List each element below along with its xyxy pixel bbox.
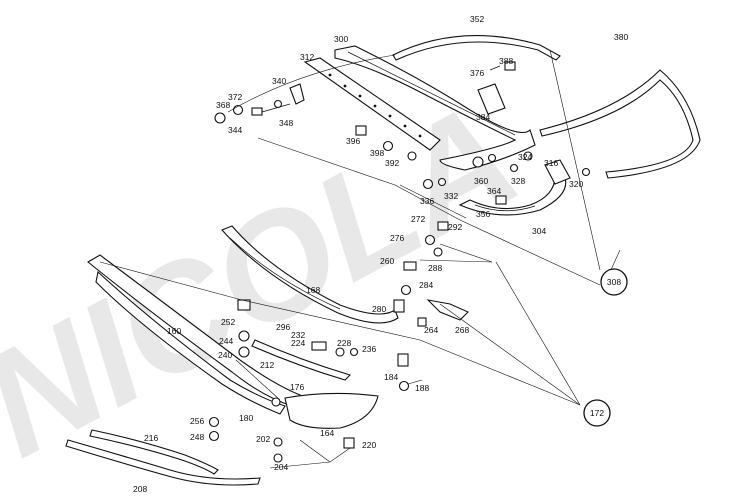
label-160: 160 [167,326,181,336]
label-368: 368 [216,100,230,110]
bumper-bar-highlight [347,51,516,136]
label-180: 180 [239,413,253,423]
part-labels: 352 380 300 312 340 388 376 384 372 368 … [133,14,628,494]
label-332: 332 [444,191,458,201]
label-216: 216 [144,433,158,443]
bumper-rail-168 [221,225,399,324]
label-398: 398 [370,148,384,158]
label-176: 176 [290,382,304,392]
bolt-388 [489,61,516,71]
trim-strip-216 [89,429,219,475]
label-380: 380 [614,32,628,42]
rear-hardware [214,99,591,205]
label-236: 236 [362,344,376,354]
label-304: 304 [532,226,546,236]
label-296: 296 [276,322,290,332]
label-202: 202 [256,434,270,444]
label-244: 244 [219,336,233,346]
label-320: 320 [569,179,583,189]
rail-168-line [229,237,341,310]
clip-340 [289,83,305,105]
label-280: 280 [372,304,386,314]
label-256: 256 [190,416,204,426]
callout-172: 172 [583,399,611,427]
label-208: 208 [133,484,147,494]
label-220: 220 [362,440,376,450]
trim-strip-380 [539,69,701,179]
label-292: 292 [448,222,462,232]
label-344: 344 [228,125,242,135]
callout-308: 308 [600,268,628,296]
label-232: 232 [291,330,305,340]
watermark-text: NICOLA [0,70,543,488]
label-168: 168 [306,285,320,295]
label-284: 284 [419,280,433,290]
label-348: 348 [279,118,293,128]
front-hardware [208,221,469,463]
label-204: 204 [274,462,288,472]
bracket-384 [477,83,506,115]
label-340: 340 [272,76,286,86]
label-384: 384 [476,112,490,122]
label-240: 240 [218,350,232,360]
label-272: 272 [411,214,425,224]
label-260: 260 [380,256,394,266]
trim-strip-352 [392,35,561,61]
rear-bumper-bar-300 [334,45,536,171]
label-376: 376 [470,68,484,78]
label-288: 288 [428,263,442,273]
label-164: 164 [320,428,334,438]
label-184: 184 [384,372,398,382]
front-corner-piece-164 [284,392,379,429]
label-360: 360 [474,176,488,186]
label-372: 372 [228,92,242,102]
callout-label-172: 172 [590,408,604,418]
label-188: 188 [415,383,429,393]
label-316: 316 [544,158,558,168]
trim-strip-208 [65,439,261,486]
label-352: 352 [470,14,484,24]
label-312: 312 [300,52,314,62]
bracket-rail-312 [303,57,441,151]
label-300: 300 [334,34,348,44]
label-228: 228 [337,338,351,348]
label-388: 388 [499,56,513,66]
bumper-strip-212 [251,339,352,381]
label-328: 328 [511,176,525,186]
bracket-324 [544,159,571,185]
label-336: 336 [420,196,434,206]
label-396: 396 [346,136,360,146]
leader-lines [99,49,621,469]
label-392: 392 [385,158,399,168]
label-264: 264 [424,325,438,335]
label-276: 276 [390,233,404,243]
front-bumper-bar-160 [87,254,301,407]
label-224: 224 [291,338,305,348]
label-268: 268 [455,325,469,335]
label-364: 364 [487,186,501,196]
label-356: 356 [476,209,490,219]
callout-label-308: 308 [607,277,621,287]
front-bumper-bar-face [95,270,286,415]
label-212: 212 [260,360,274,370]
rail-holes [328,73,422,138]
label-252: 252 [221,317,235,327]
label-248: 248 [190,432,204,442]
watermark: NICOLA [0,70,543,488]
rear-corner-piece-inner [474,204,536,212]
label-324: 324 [518,152,532,162]
